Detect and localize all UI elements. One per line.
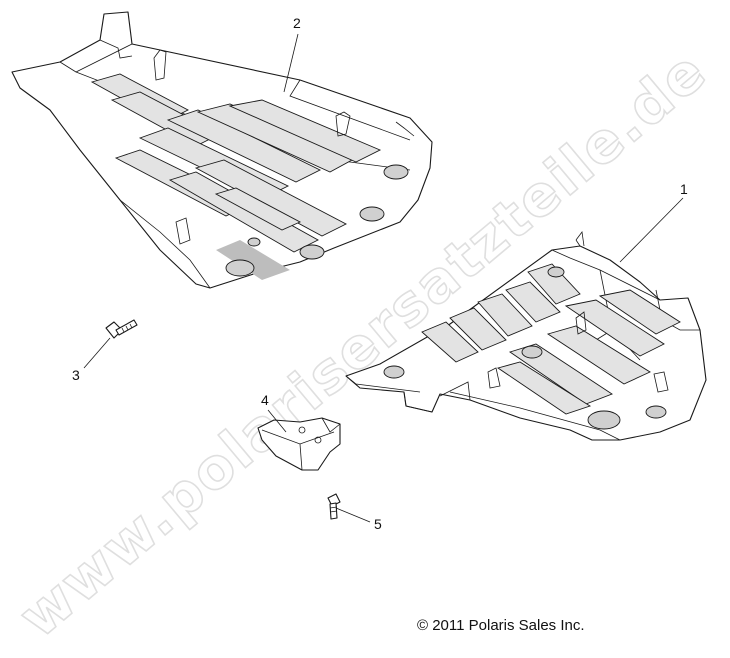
skid-plate-front[interactable] — [11, 11, 433, 289]
rear-plate-grommets — [383, 266, 667, 430]
callout-5: 5 — [374, 516, 382, 532]
callout-2: 2 — [293, 15, 301, 31]
rear-plate-ribs — [421, 263, 681, 415]
callout-3: 3 — [72, 367, 80, 383]
front-plate-grommets — [225, 164, 409, 277]
bolt[interactable] — [105, 319, 138, 339]
skid-plate-rear[interactable] — [345, 230, 707, 441]
callout-4: 4 — [261, 392, 269, 408]
front-plate-ribs — [90, 73, 382, 280]
screw[interactable] — [327, 493, 341, 520]
bracket[interactable] — [257, 417, 341, 471]
copyright-text: © 2011 Polaris Sales Inc. — [417, 617, 585, 634]
leader-lines — [83, 33, 684, 523]
callout-1: 1 — [680, 181, 688, 197]
